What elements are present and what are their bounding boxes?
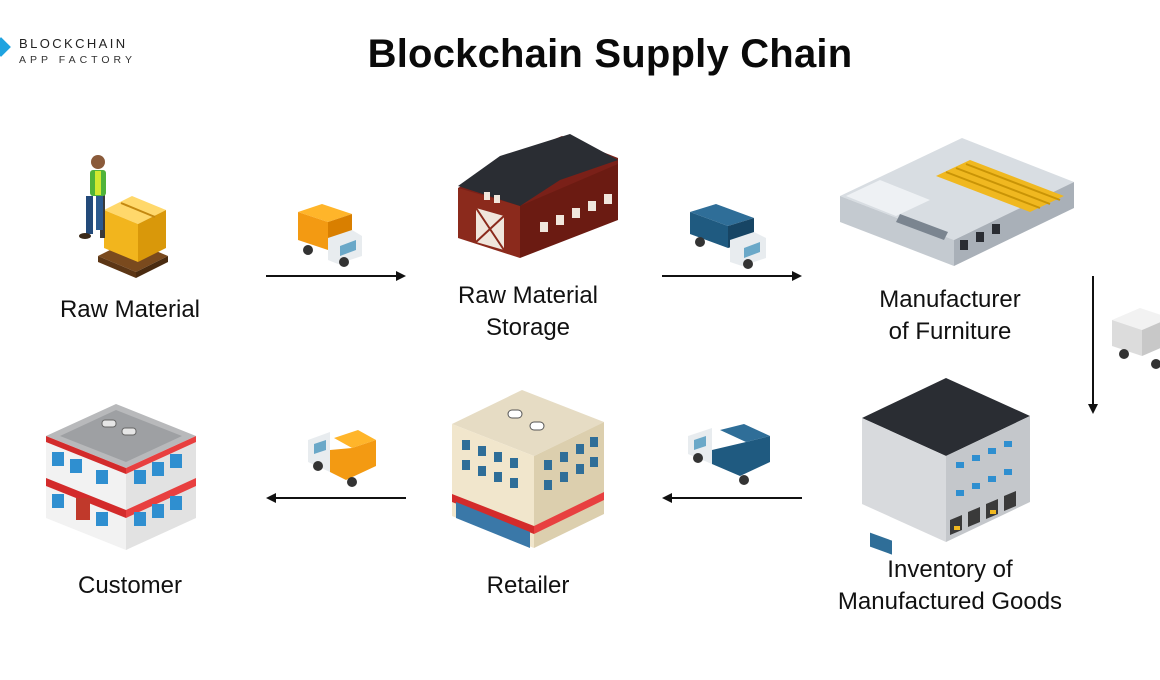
- warehouse-icon: [862, 378, 1030, 542]
- stage-label-customer: Customer: [77, 572, 183, 599]
- orange-truck-icon-2: [308, 430, 376, 487]
- white-truck-icon: [1112, 308, 1160, 369]
- retail-store-icon: [452, 390, 604, 548]
- factory-icon: [840, 138, 1074, 555]
- stage-label-inventory: Inventory of Manufactured Goods: [837, 556, 1063, 615]
- brand-line1: BLOCKCHAIN: [19, 36, 128, 51]
- house-icon: [46, 404, 196, 550]
- barn-icon: [458, 134, 618, 258]
- stage-label-retailer: Retailer: [486, 572, 570, 599]
- brand-line2: APP FACTORY: [19, 54, 136, 66]
- blue-truck-icon-2: [688, 424, 770, 485]
- stage-label-raw-material: Raw Material: [59, 296, 201, 323]
- page-title: Blockchain Supply Chain: [367, 32, 853, 76]
- stage-label-raw-material-storage: Raw Material Storage: [457, 282, 599, 341]
- worker-with-pallet-icon: [79, 155, 168, 278]
- brand-logo: BLOCKCHAIN APP FACTORY: [0, 36, 170, 76]
- stage-label-manufacturer: Manufacturer of Furniture: [879, 286, 1021, 345]
- orange-truck-icon-1: [298, 204, 362, 267]
- blue-truck-icon-1: [690, 204, 766, 269]
